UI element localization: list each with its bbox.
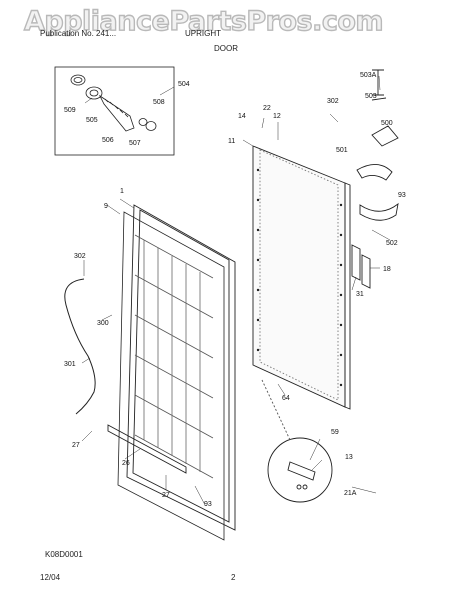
part-label: 503A <box>360 72 377 79</box>
door-inner-liner <box>117 211 225 541</box>
page-number: 2 <box>231 573 236 582</box>
door-handle <box>351 244 371 289</box>
part-label: 64 <box>282 395 290 402</box>
part-label: 9 <box>104 203 108 210</box>
part-label: 502 <box>386 240 398 247</box>
part-label: 14 <box>238 113 246 120</box>
diagram-code: K08D0001 <box>45 550 83 559</box>
part-label: 12 <box>273 113 281 120</box>
part-label: 31 <box>356 291 364 298</box>
part-label: 300 <box>97 320 109 327</box>
part-label: 501 <box>336 147 348 154</box>
publication-number: Publication No. 241... <box>40 29 117 38</box>
part-label: 18 <box>383 266 391 273</box>
part-label: 21A <box>344 490 357 497</box>
part-label: 509 <box>64 107 76 114</box>
part-label: 500 <box>381 120 393 127</box>
door-outer-panel <box>252 145 351 410</box>
part-label: 59 <box>331 429 339 436</box>
part-label: 13 <box>345 454 353 461</box>
watermark-logo: AppliancePartsPros.com <box>23 5 384 37</box>
drain-tube <box>64 278 96 415</box>
hinge-detail-callout <box>261 379 333 503</box>
part-label: 302 <box>327 98 339 105</box>
section-title: DOOR <box>214 44 238 53</box>
part-numbers: 504 509 505 506 507 508 503A 302 503 500… <box>64 72 406 508</box>
part-label: 27 <box>162 492 170 499</box>
part-label: 1 <box>120 188 124 195</box>
part-label: 93 <box>398 192 406 199</box>
part-label: 508 <box>153 99 165 106</box>
part-label: 93 <box>204 501 212 508</box>
door-gasket <box>126 204 236 531</box>
part-label: 26 <box>122 460 130 467</box>
part-label: 22 <box>263 105 271 112</box>
door-panel-screws <box>256 168 343 387</box>
bottom-trim <box>107 424 187 474</box>
hinge-bracket <box>356 69 399 221</box>
hose-kit-inset <box>54 66 175 156</box>
part-label: 507 <box>129 140 141 147</box>
part-label: 504 <box>178 81 190 88</box>
leader-lines <box>81 75 391 506</box>
part-label: 503 <box>365 93 377 100</box>
model-category: UPRIGHT <box>185 29 221 38</box>
part-label: 505 <box>86 117 98 124</box>
part-label: 11 <box>228 138 235 145</box>
part-label: 506 <box>102 137 114 144</box>
part-label: 27 <box>72 442 80 449</box>
publication-date: 12/04 <box>40 573 61 582</box>
hose-assembly <box>70 74 157 132</box>
part-label: 302 <box>74 253 86 260</box>
part-label: 301 <box>64 361 76 368</box>
